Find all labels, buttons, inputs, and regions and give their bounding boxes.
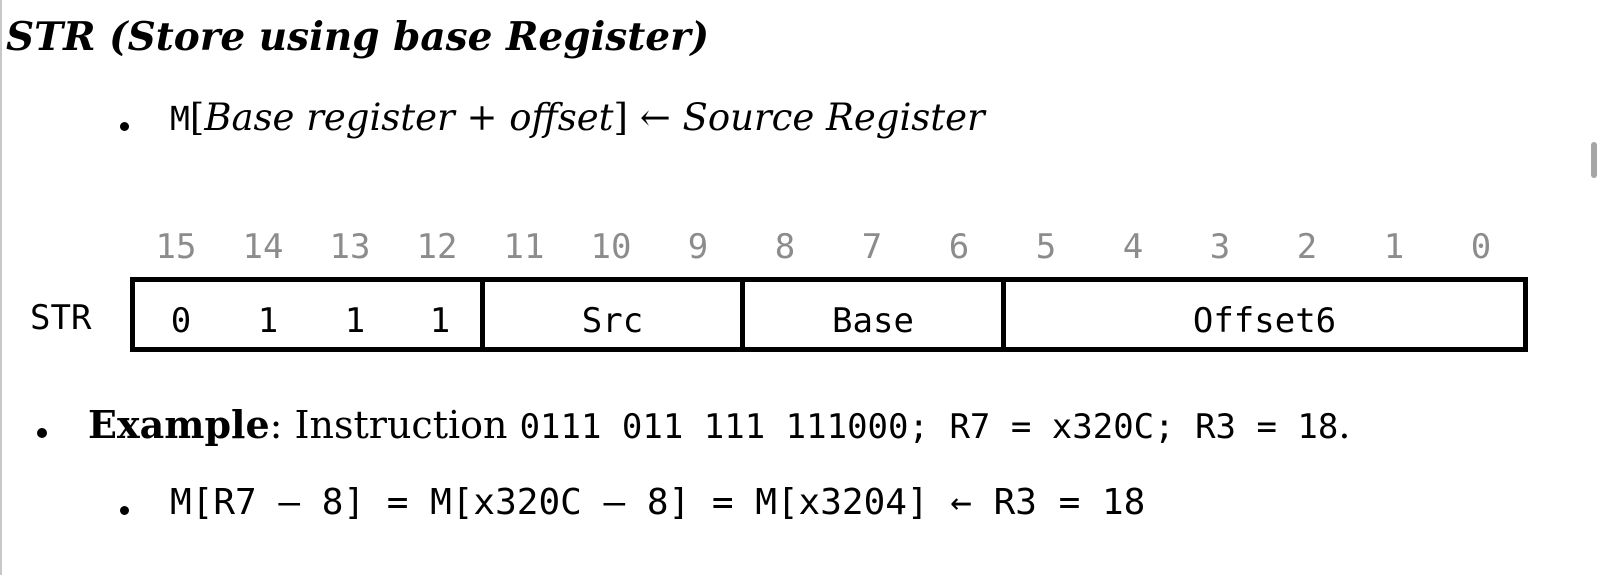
example-r3: R3 = 18 bbox=[1174, 407, 1339, 447]
formula-close-bracket: ] bbox=[613, 96, 628, 139]
bit-number: 12 bbox=[416, 227, 458, 267]
bit-number: 5 bbox=[1035, 227, 1057, 267]
instruction-format-table: 0 1 1 1 Src Base Offset6 bbox=[130, 277, 1528, 352]
formula-target: Source Register bbox=[682, 96, 985, 139]
bit-number: 7 bbox=[861, 227, 883, 267]
opcode-bit: 1 bbox=[429, 301, 451, 341]
bit-number: 15 bbox=[155, 227, 197, 267]
example-r7: R7 = x320C; bbox=[928, 407, 1175, 447]
opcode-bit: 0 bbox=[170, 301, 192, 341]
scrollbar[interactable] bbox=[1586, 0, 1600, 575]
calculation-line: M[R7 – 8] = M[x320C – 8] = M[x3204] ← R3… bbox=[170, 482, 1146, 523]
field-divider bbox=[740, 282, 745, 347]
formula-arrow: ← bbox=[627, 96, 683, 139]
bit-number: 2 bbox=[1296, 227, 1318, 267]
field-src: Src bbox=[581, 301, 644, 341]
formula-memory: M bbox=[170, 99, 190, 138]
formula-line: M[Base register + offset] ← Source Regis… bbox=[170, 96, 985, 139]
scrollbar-thumb[interactable] bbox=[1591, 142, 1597, 178]
bit-number: 8 bbox=[774, 227, 796, 267]
formula-operand: Base register + offset bbox=[204, 96, 614, 139]
bullet bbox=[120, 506, 129, 515]
formula-open-bracket: [ bbox=[189, 96, 205, 139]
opcode-bit: 1 bbox=[344, 301, 366, 341]
instruction-label: STR bbox=[30, 298, 92, 338]
bit-number: 13 bbox=[329, 227, 371, 267]
example-label: Example bbox=[88, 402, 270, 447]
left-border bbox=[0, 0, 2, 575]
opcode-bit: 1 bbox=[257, 301, 279, 341]
bit-number: 1 bbox=[1383, 227, 1405, 267]
example-code: 0111 011 111 111000; bbox=[519, 407, 929, 447]
field-divider bbox=[480, 282, 485, 347]
example-intro: : Instruction bbox=[269, 403, 520, 447]
bit-number: 14 bbox=[242, 227, 284, 267]
bit-number: 9 bbox=[687, 227, 709, 267]
field-base: Base bbox=[832, 301, 914, 341]
bullet bbox=[37, 428, 47, 438]
example-period: . bbox=[1338, 403, 1351, 447]
field-offset: Offset6 bbox=[1192, 301, 1337, 341]
bit-number: 6 bbox=[948, 227, 970, 267]
bit-number: 4 bbox=[1122, 227, 1144, 267]
field-divider bbox=[1001, 282, 1006, 347]
bit-number: 3 bbox=[1209, 227, 1231, 267]
slide-heading: STR (Store using base Register) bbox=[6, 14, 710, 60]
bit-number: 10 bbox=[590, 227, 632, 267]
bullet bbox=[120, 122, 129, 131]
example-line: Example: Instruction 0111 011 111 111000… bbox=[88, 402, 1350, 447]
bit-number: 11 bbox=[503, 227, 545, 267]
bit-number: 0 bbox=[1470, 227, 1492, 267]
